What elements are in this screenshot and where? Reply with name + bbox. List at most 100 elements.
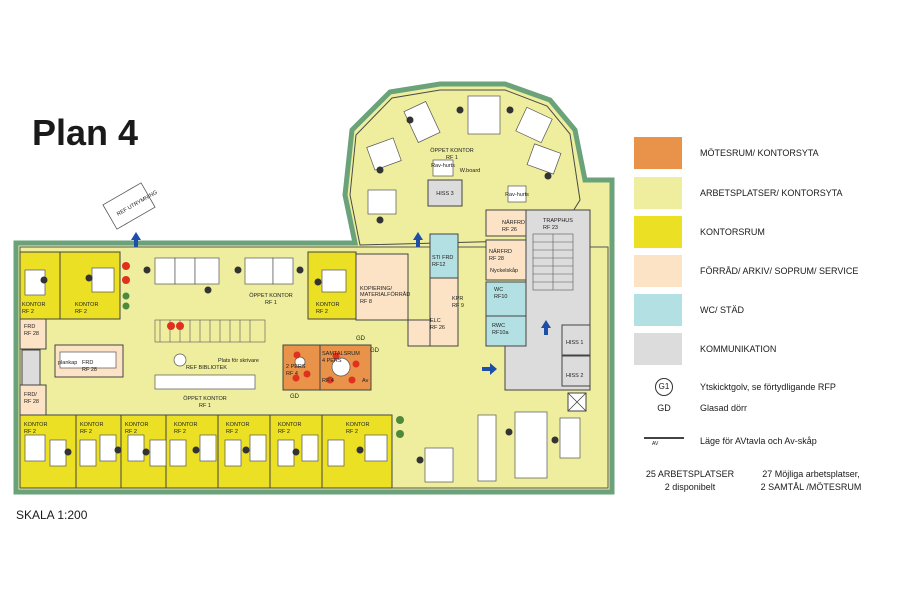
svg-text:KOPIERING/: KOPIERING/: [360, 286, 393, 292]
svg-text:RF10a: RF10a: [492, 330, 509, 336]
svg-text:RF10: RF10: [494, 294, 507, 300]
svg-text:RF 2: RF 2: [346, 429, 358, 435]
svg-text:FRD/: FRD/: [24, 392, 37, 398]
legend-item: WC/ STÄD: [634, 294, 744, 326]
svg-text:RF 9: RF 9: [452, 303, 464, 309]
chairs-red: [122, 262, 360, 384]
svg-text:KONTOR: KONTOR: [174, 422, 197, 428]
svg-text:RF 28: RF 28: [489, 256, 504, 262]
legend-label: FÖRRÅD/ ARKIV/ SOPRUM/ SERVICE: [700, 266, 859, 276]
svg-text:NÄRFRD: NÄRFRD: [502, 219, 525, 226]
workplaces-count: 25 ARBETSPLATSER: [645, 469, 735, 479]
svg-text:HISS 1: HISS 1: [566, 340, 583, 346]
page-title: Plan 4: [32, 112, 139, 153]
narfrd-rf28: [485, 239, 527, 281]
legend-swatch: [634, 255, 682, 287]
elc-rf26: [407, 319, 431, 347]
svg-text:RF 2: RF 2: [316, 309, 328, 315]
shaft-left: [21, 349, 41, 386]
svg-text:RF 8: RF 8: [360, 299, 372, 305]
rwc-rf10a: [485, 315, 527, 347]
svg-text:RF 26: RF 26: [502, 227, 517, 233]
svg-text:Plats för skrivare: Plats för skrivare: [218, 358, 259, 364]
possible-workplaces: 27 Möjliga arbetsplatser,: [762, 469, 860, 479]
legend-swatch: [634, 333, 682, 365]
desks: [24, 95, 581, 483]
scale-label: SKALA 1:200: [16, 508, 88, 522]
svg-text:RWC: RWC: [492, 323, 505, 329]
cleaning-room-rf12: [429, 233, 459, 279]
svg-text:2 PERS: 2 PERS: [286, 364, 306, 370]
svg-text:RF 28: RF 28: [82, 367, 97, 373]
gd-text: Glasad dörr: [700, 403, 748, 413]
svg-text:RF 28: RF 28: [24, 399, 39, 405]
svg-text:RF 2: RF 2: [125, 429, 137, 435]
svg-text:SAMTALSRUM: SAMTALSRUM: [322, 351, 360, 357]
svg-text:FRD: FRD: [24, 324, 35, 330]
svg-text:Av: Av: [362, 378, 369, 384]
svg-text:NÄRFRD: NÄRFRD: [489, 248, 512, 255]
svg-text:RF 2: RF 2: [22, 309, 34, 315]
av-text: Läge för AVtavla och Av-skåp: [700, 436, 817, 446]
elevator-3: [427, 179, 463, 207]
svg-text:RF12: RF12: [432, 262, 445, 268]
svg-text:RF 2: RF 2: [24, 429, 36, 435]
storage-frd-left-2: [19, 384, 47, 416]
svg-text:RF 2: RF 2: [80, 429, 92, 435]
g1-text: Ytskicktgolv, se förtydligande RFP: [700, 382, 836, 392]
svg-text:4 PERS: 4 PERS: [322, 358, 342, 364]
elevator-1: [561, 324, 591, 356]
svg-text:Rav-hurts: Rav-hurts: [505, 192, 529, 198]
plants: [122, 292, 404, 438]
stairs-left: [154, 319, 266, 343]
svg-text:RF 4: RF 4: [322, 378, 334, 384]
svg-text:KONTOR: KONTOR: [80, 422, 103, 428]
legend-g1: G1 Ytskicktgolv, se förtydligande RFP: [644, 378, 836, 396]
svg-text:GD: GD: [370, 348, 380, 354]
legend-av: AV Läge för AVtavla och Av-skåp: [644, 434, 817, 448]
legend-item: ARBETSPLATSER/ KONTORSYTA: [634, 177, 843, 209]
possible-note: 27 Möjliga arbetsplatser, 2 SAMTÅL /MÖTE…: [752, 468, 870, 494]
svg-text:MATERIALFÖRRÅD: MATERIALFÖRRÅD: [360, 291, 410, 298]
narfrd-top: [485, 209, 527, 237]
svg-text:RF 2: RF 2: [278, 429, 290, 435]
svg-text:Rav-hurts: Rav-hurts: [431, 163, 455, 169]
svg-text:HISS 3: HISS 3: [436, 191, 453, 197]
meeting-rooms-count: 2 SAMTÅL /MÖTESRUM: [760, 482, 862, 492]
kpr-rf9: [429, 277, 459, 347]
legend-label: MÖTESRUM/ KONTORSYTA: [700, 148, 819, 158]
svg-text:KPR: KPR: [452, 296, 463, 302]
legend-label: WC/ STÄD: [700, 305, 744, 315]
svg-text:KONTOR: KONTOR: [316, 302, 339, 308]
svg-text:RF 1: RF 1: [265, 300, 277, 306]
legend-label: ARBETSPLATSER/ KONTORSYTA: [700, 188, 843, 198]
svg-text:ÖPPET KONTOR: ÖPPET KONTOR: [430, 147, 474, 154]
workplaces-available: 2 disponibelt: [664, 482, 716, 492]
svg-text:RF 28: RF 28: [24, 331, 39, 337]
svg-text:KONTOR: KONTOR: [125, 422, 148, 428]
svg-text:KONTOR: KONTOR: [24, 422, 47, 428]
svg-text:RF 23: RF 23: [543, 225, 558, 231]
svg-text:ÖPPET KONTOR: ÖPPET KONTOR: [249, 292, 293, 299]
svg-text:WC: WC: [494, 287, 503, 293]
legend-swatch: [634, 137, 682, 169]
svg-text:RF 2: RF 2: [174, 429, 186, 435]
storage-frd-left: [19, 318, 47, 350]
svg-text:W.board: W.board: [460, 168, 480, 174]
legend-item: KONTORSRUM: [634, 216, 765, 248]
svg-text:GD: GD: [290, 394, 300, 400]
evacuation-sign: [102, 182, 156, 230]
svg-text:HISS 2: HISS 2: [566, 373, 583, 379]
svg-text:KONTOR: KONTOR: [346, 422, 369, 428]
svg-text:STI FRD: STI FRD: [432, 255, 453, 261]
svg-text:FRD: FRD: [82, 360, 93, 366]
svg-text:plankap: plankap: [58, 360, 77, 366]
svg-text:RF 1: RF 1: [446, 155, 458, 161]
copy-room-rf8: [355, 253, 409, 321]
svg-text:RF 2: RF 2: [226, 429, 238, 435]
av-line-icon: AV: [644, 434, 684, 448]
g1-symbol-icon: G1: [644, 378, 684, 396]
svg-text:KONTOR: KONTOR: [22, 302, 45, 308]
svg-text:Nyckelskåp: Nyckelskåp: [490, 267, 518, 274]
svg-text:RF 4: RF 4: [286, 371, 298, 377]
